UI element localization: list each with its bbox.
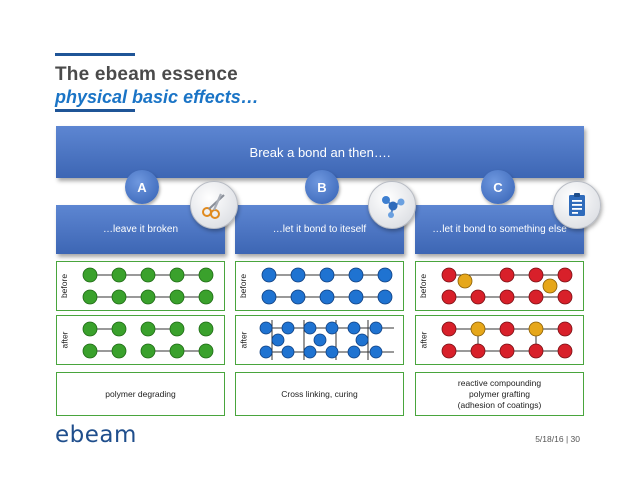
molecule-chain-diagram [261, 267, 393, 305]
before-panel-c: before [415, 261, 584, 311]
header-rule-top [55, 53, 135, 56]
after-panel-c: after [415, 315, 584, 365]
description-line: polymer grafting [469, 388, 530, 399]
page-title: The ebeam essence [55, 64, 238, 85]
footer-separator: | [565, 434, 569, 444]
description-line: polymer degrading [105, 388, 176, 399]
description-box-a: polymer degrading [56, 372, 225, 416]
banner-break-a-bond: Break a bond an then…. [56, 126, 584, 178]
molecule-chain-diagram [82, 321, 214, 359]
slide-footer: 5/18/16 | 30 [535, 434, 580, 444]
description-line: reactive compounding [457, 377, 542, 388]
header-rule-bottom [55, 109, 135, 112]
description-line: Cross linking, curing [281, 388, 358, 399]
description-box-b: Cross linking, curing [235, 372, 404, 416]
before-panel-b: before [235, 261, 404, 311]
label-circle-b: B [305, 170, 339, 204]
after-label: after [238, 331, 249, 349]
description-line: (adhesion of coatings) [457, 399, 542, 410]
molecule-icon [368, 181, 416, 229]
description-box-c: reactive compounding polymer grafting (a… [415, 372, 584, 416]
molecule-chain-diagram [82, 267, 214, 305]
slide-number: 30 [570, 434, 580, 444]
after-label: after [418, 331, 429, 349]
molecule-graft-diagram [441, 321, 573, 359]
before-label: before [418, 273, 429, 299]
page-subtitle: physical basic effects… [55, 87, 259, 107]
after-label: after [59, 331, 70, 349]
after-panel-b: after [235, 315, 404, 365]
clipboard-icon [553, 181, 601, 229]
ebeam-logo: ebeam [55, 422, 137, 448]
label-circle-c: C [481, 170, 515, 204]
scissors-icon [190, 181, 238, 229]
before-label: before [238, 273, 249, 299]
after-panel-a: after [56, 315, 225, 365]
molecule-network-diagram [259, 320, 394, 360]
label-circle-a: A [125, 170, 159, 204]
slide-date: 5/18/16 [535, 434, 564, 444]
before-label: before [59, 273, 70, 299]
molecule-chain-diagram [441, 267, 573, 305]
before-panel-a: before [56, 261, 225, 311]
